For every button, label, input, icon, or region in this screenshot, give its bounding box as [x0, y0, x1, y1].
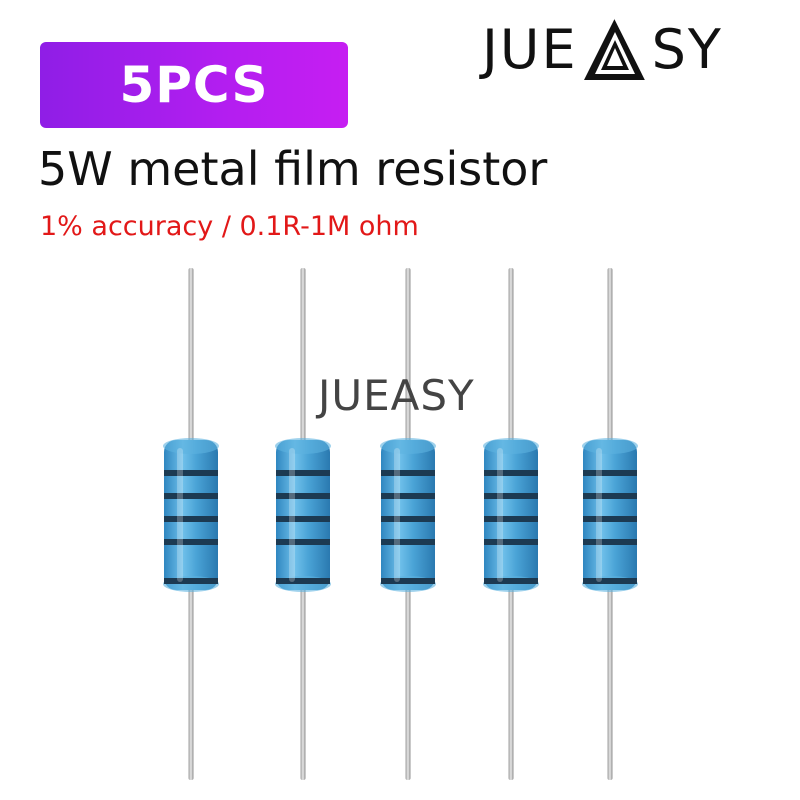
color-band [381, 539, 435, 545]
quantity-badge-label: 5PCS [119, 56, 269, 114]
resistor-cap [275, 438, 331, 454]
color-band [276, 516, 330, 522]
color-band [583, 516, 637, 522]
color-band [583, 493, 637, 499]
color-band [484, 539, 538, 545]
quantity-badge: 5PCS [40, 42, 348, 128]
color-band [164, 470, 218, 476]
resistor-cap [582, 438, 638, 454]
color-band [276, 539, 330, 545]
resistor [483, 268, 539, 780]
color-band [484, 470, 538, 476]
resistor-body [276, 440, 330, 590]
resistor-cap [163, 438, 219, 454]
resistor-body [583, 440, 637, 590]
resistor [275, 268, 331, 780]
product-title: 5W metal film resistor [38, 142, 548, 196]
triangle-logo-icon [583, 17, 647, 81]
resistor-highlight [394, 448, 400, 582]
color-band [484, 493, 538, 499]
brand-text-left: JUE [482, 17, 578, 81]
resistor [163, 268, 219, 780]
color-band [164, 516, 218, 522]
color-band [381, 470, 435, 476]
watermark-text: JUEASY [318, 371, 475, 420]
color-band [484, 516, 538, 522]
resistor-body [381, 440, 435, 590]
color-band [381, 578, 435, 584]
resistor-highlight [177, 448, 183, 582]
color-band [583, 578, 637, 584]
color-band [164, 493, 218, 499]
resistor [582, 268, 638, 780]
resistor [380, 268, 436, 780]
color-band [583, 539, 637, 545]
color-band [276, 578, 330, 584]
color-band [164, 539, 218, 545]
resistor-body [164, 440, 218, 590]
color-band [381, 516, 435, 522]
brand-text-right: SY [651, 17, 723, 81]
brand-logo: JUE SY [482, 10, 723, 88]
resistor-highlight [596, 448, 602, 582]
color-band [484, 578, 538, 584]
resistor-body [484, 440, 538, 590]
resistor-highlight [289, 448, 295, 582]
resistor-cap [483, 438, 539, 454]
product-subtitle: 1% accuracy / 0.1R-1M ohm [40, 211, 419, 242]
color-band [164, 578, 218, 584]
resistor-cap [380, 438, 436, 454]
color-band [276, 493, 330, 499]
color-band [276, 470, 330, 476]
color-band [583, 470, 637, 476]
resistor-highlight [497, 448, 503, 582]
color-band [381, 493, 435, 499]
